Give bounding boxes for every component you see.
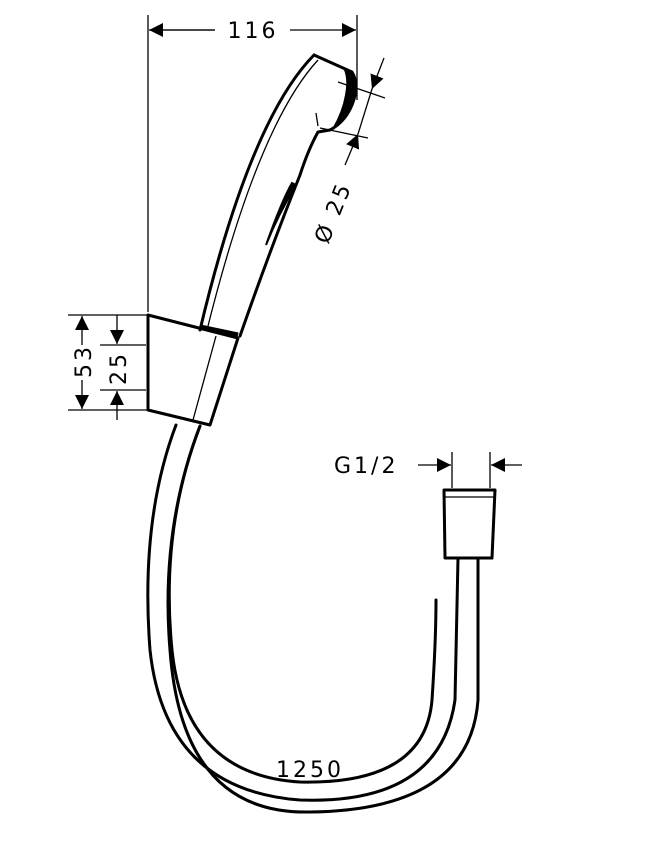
dimension-holder: 53 25 <box>68 314 148 420</box>
dimension-label-116: 116 <box>228 19 279 44</box>
dimension-label-thread: G1/2 <box>334 454 398 479</box>
hose <box>146 423 480 814</box>
dimension-label-diameter: Ø 25 <box>310 178 357 247</box>
hose-connector <box>442 488 497 560</box>
dimension-label-hose-length: 1250 <box>276 758 344 783</box>
dimension-label-25: 25 <box>107 351 132 385</box>
dimension-116: 116 <box>147 15 358 312</box>
dimension-thread: G1/2 <box>334 452 522 488</box>
dimension-label-53: 53 <box>72 344 97 378</box>
hand-shower <box>198 53 358 338</box>
wall-holder <box>146 313 240 427</box>
